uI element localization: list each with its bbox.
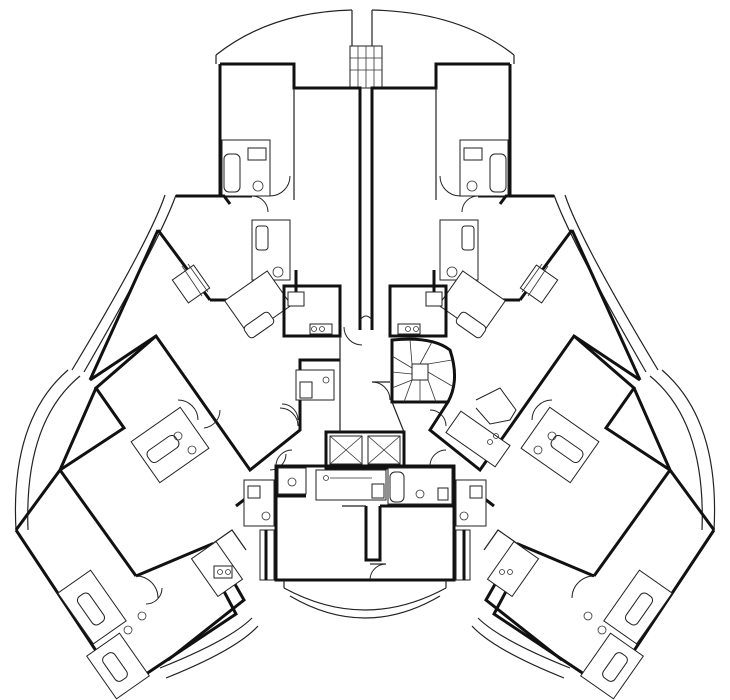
west-kitchen [282,284,342,338]
central-core [324,315,456,470]
east-counter [475,387,517,425]
north-left-tub [223,153,241,193]
south-apartment [274,464,456,619]
south-west-wing [135,479,278,679]
north-right-tub [489,153,507,193]
south-east-wing [452,479,595,679]
west-wing [59,194,363,484]
west-shaft [171,264,211,304]
elevator-bank [324,430,406,470]
east-kitchen [388,284,448,338]
spiral-stair [390,337,456,404]
far-west-wing [14,369,238,700]
se-kitchen [486,540,540,598]
north-wing [215,9,515,330]
east-wing [388,194,671,484]
south-outer [274,464,456,582]
east-kitchen-b [445,410,511,468]
south-wc [277,467,307,495]
east-shaft [519,264,559,304]
corridor [275,336,447,467]
